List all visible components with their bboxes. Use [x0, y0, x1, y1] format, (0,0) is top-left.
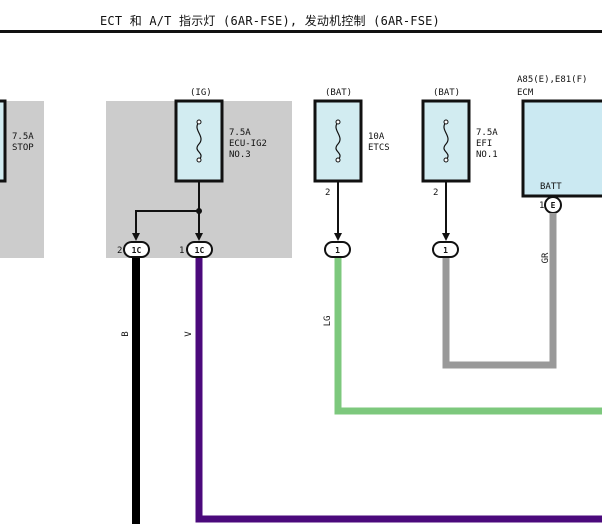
title-rule: [0, 30, 602, 33]
connector-pill: [123, 241, 150, 258]
fuse-name: EFI: [476, 139, 492, 149]
fuse-pin-number: 2: [433, 188, 438, 198]
connector-code: 1: [443, 246, 448, 255]
ecm-pin-code: E: [551, 201, 556, 210]
connector-etcs[interactable]: 1: [324, 241, 351, 258]
fuse-name-2: NO.3: [229, 150, 251, 160]
wire-label: B: [121, 331, 131, 336]
ecm-connector-label: A85(E),E81(F): [517, 75, 587, 85]
fuse-name: ECU-IG2: [229, 139, 267, 149]
fuse-box: [174, 99, 224, 183]
connector-1c-left[interactable]: 2 1C: [117, 241, 150, 258]
fuse-box: [313, 99, 363, 183]
fuse-element-icon: [196, 121, 202, 161]
fuse-power-source: (IG): [190, 88, 212, 98]
ecm-terminal-label: BATT: [540, 182, 562, 192]
line-ecu-branch: [135, 210, 199, 239]
fuse-pin-number: 2: [325, 188, 330, 198]
wire-label: LG: [323, 316, 333, 327]
gray-panel-left: [0, 101, 44, 258]
connector-pill: [432, 241, 459, 258]
ecm-block[interactable]: A85(E),E81(F) ECM BATT 1 E: [517, 75, 602, 214]
fuse-efi[interactable]: (BAT) 7.5A EFI NO.1 2: [421, 88, 498, 198]
wire-v[interactable]: [195, 258, 602, 523]
fuse-name: STOP: [12, 143, 34, 153]
ecm-label: ECM: [517, 88, 534, 98]
connector-number: 2: [117, 246, 122, 256]
connector-pill: [324, 241, 351, 258]
fuse-ecu-ig2[interactable]: (IG) 7.5A ECU-IG2 NO.3: [174, 88, 267, 183]
fuse-power-source: (BAT): [433, 88, 460, 98]
connector-efi[interactable]: 1: [432, 241, 459, 258]
ecm-box: [521, 99, 602, 198]
connector-number: 1: [179, 246, 184, 256]
connector-code: 1C: [132, 246, 142, 255]
connector-code: 1: [335, 246, 340, 255]
fuse-box: [0, 99, 7, 183]
fuse-rating: 7.5A: [229, 128, 251, 138]
fuse-box: [421, 99, 471, 183]
fuse-rating: 7.5A: [12, 132, 34, 142]
wire-label: V: [184, 331, 194, 337]
connector-pill: [186, 241, 213, 258]
splice-point: [196, 208, 202, 214]
fuse-stop[interactable]: 7.5A STOP: [0, 99, 34, 183]
fuse-rating: 7.5A: [476, 128, 498, 138]
fuse-etcs[interactable]: (BAT) 10A ETCS 2: [313, 88, 390, 198]
fuse-element-icon: [443, 121, 449, 161]
arrow-heads: [132, 233, 450, 241]
wire-lg[interactable]: [334, 258, 602, 415]
wire-gr[interactable]: [442, 213, 557, 369]
fuse-name: ETCS: [368, 143, 390, 153]
fuse-power-source: (BAT): [325, 88, 352, 98]
connector-code: 1C: [195, 246, 205, 255]
fuse-rating: 10A: [368, 132, 385, 142]
fuse-element-icon: [335, 121, 341, 161]
fuse-name-2: NO.1: [476, 150, 498, 160]
connector-1c-right[interactable]: 1 1C: [179, 241, 213, 258]
wire-label: GR: [541, 252, 551, 263]
diagram-title: ECT 和 A/T 指示灯 (6AR-FSE), 发动机控制 (6AR-FSE): [100, 14, 440, 28]
ecm-pin-number: 1: [539, 201, 544, 211]
